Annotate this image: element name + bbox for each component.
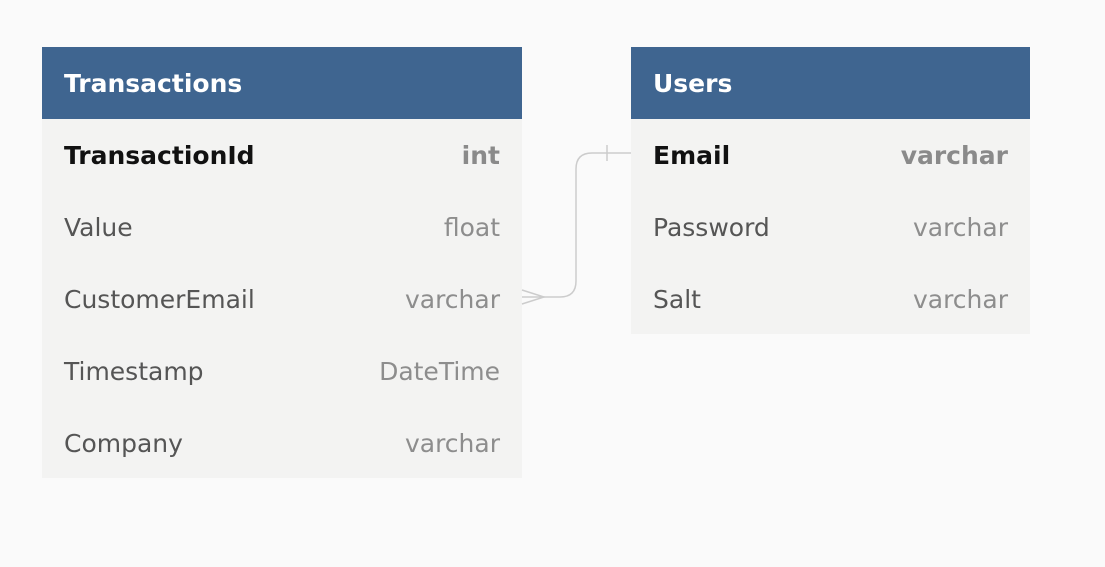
field-row-customeremail[interactable]: CustomerEmail varchar (42, 263, 522, 335)
field-name: CustomerEmail (64, 284, 255, 314)
field-row-transactionid[interactable]: TransactionId int (42, 119, 522, 191)
table-header-transactions[interactable]: Transactions (42, 47, 522, 119)
field-row-timestamp[interactable]: Timestamp DateTime (42, 335, 522, 407)
field-type: DateTime (379, 356, 500, 386)
field-name: Company (64, 428, 183, 458)
field-name: Email (653, 140, 731, 170)
field-name: Salt (653, 284, 701, 314)
field-name: Timestamp (64, 356, 204, 386)
field-row-salt[interactable]: Salt varchar (631, 263, 1030, 335)
field-row-email[interactable]: Email varchar (631, 119, 1030, 191)
field-type: int (461, 140, 500, 170)
table-header-users[interactable]: Users (631, 47, 1030, 119)
field-type: varchar (404, 428, 500, 458)
field-type: varchar (912, 284, 1008, 314)
field-row-company[interactable]: Company varchar (42, 407, 522, 479)
relation-connector-line[interactable] (522, 152, 631, 298)
field-name: Password (653, 212, 770, 242)
relation-transactions-customeremail-users-email[interactable] (521, 145, 631, 305)
field-type: varchar (404, 284, 500, 314)
table-users[interactable]: Users Email varchar Password varchar Sal… (631, 47, 1030, 334)
field-type: float (443, 212, 500, 242)
field-name: TransactionId (64, 140, 255, 170)
field-row-value[interactable]: Value float (42, 191, 522, 263)
field-name: Value (64, 212, 133, 242)
field-type: varchar (912, 212, 1008, 242)
table-transactions[interactable]: Transactions TransactionId int Value flo… (42, 47, 522, 478)
crows-foot-many-marker (521, 289, 547, 305)
table-title: Users (653, 68, 733, 98)
field-row-password[interactable]: Password varchar (631, 191, 1030, 263)
field-type: varchar (900, 140, 1008, 170)
table-title: Transactions (64, 68, 243, 98)
